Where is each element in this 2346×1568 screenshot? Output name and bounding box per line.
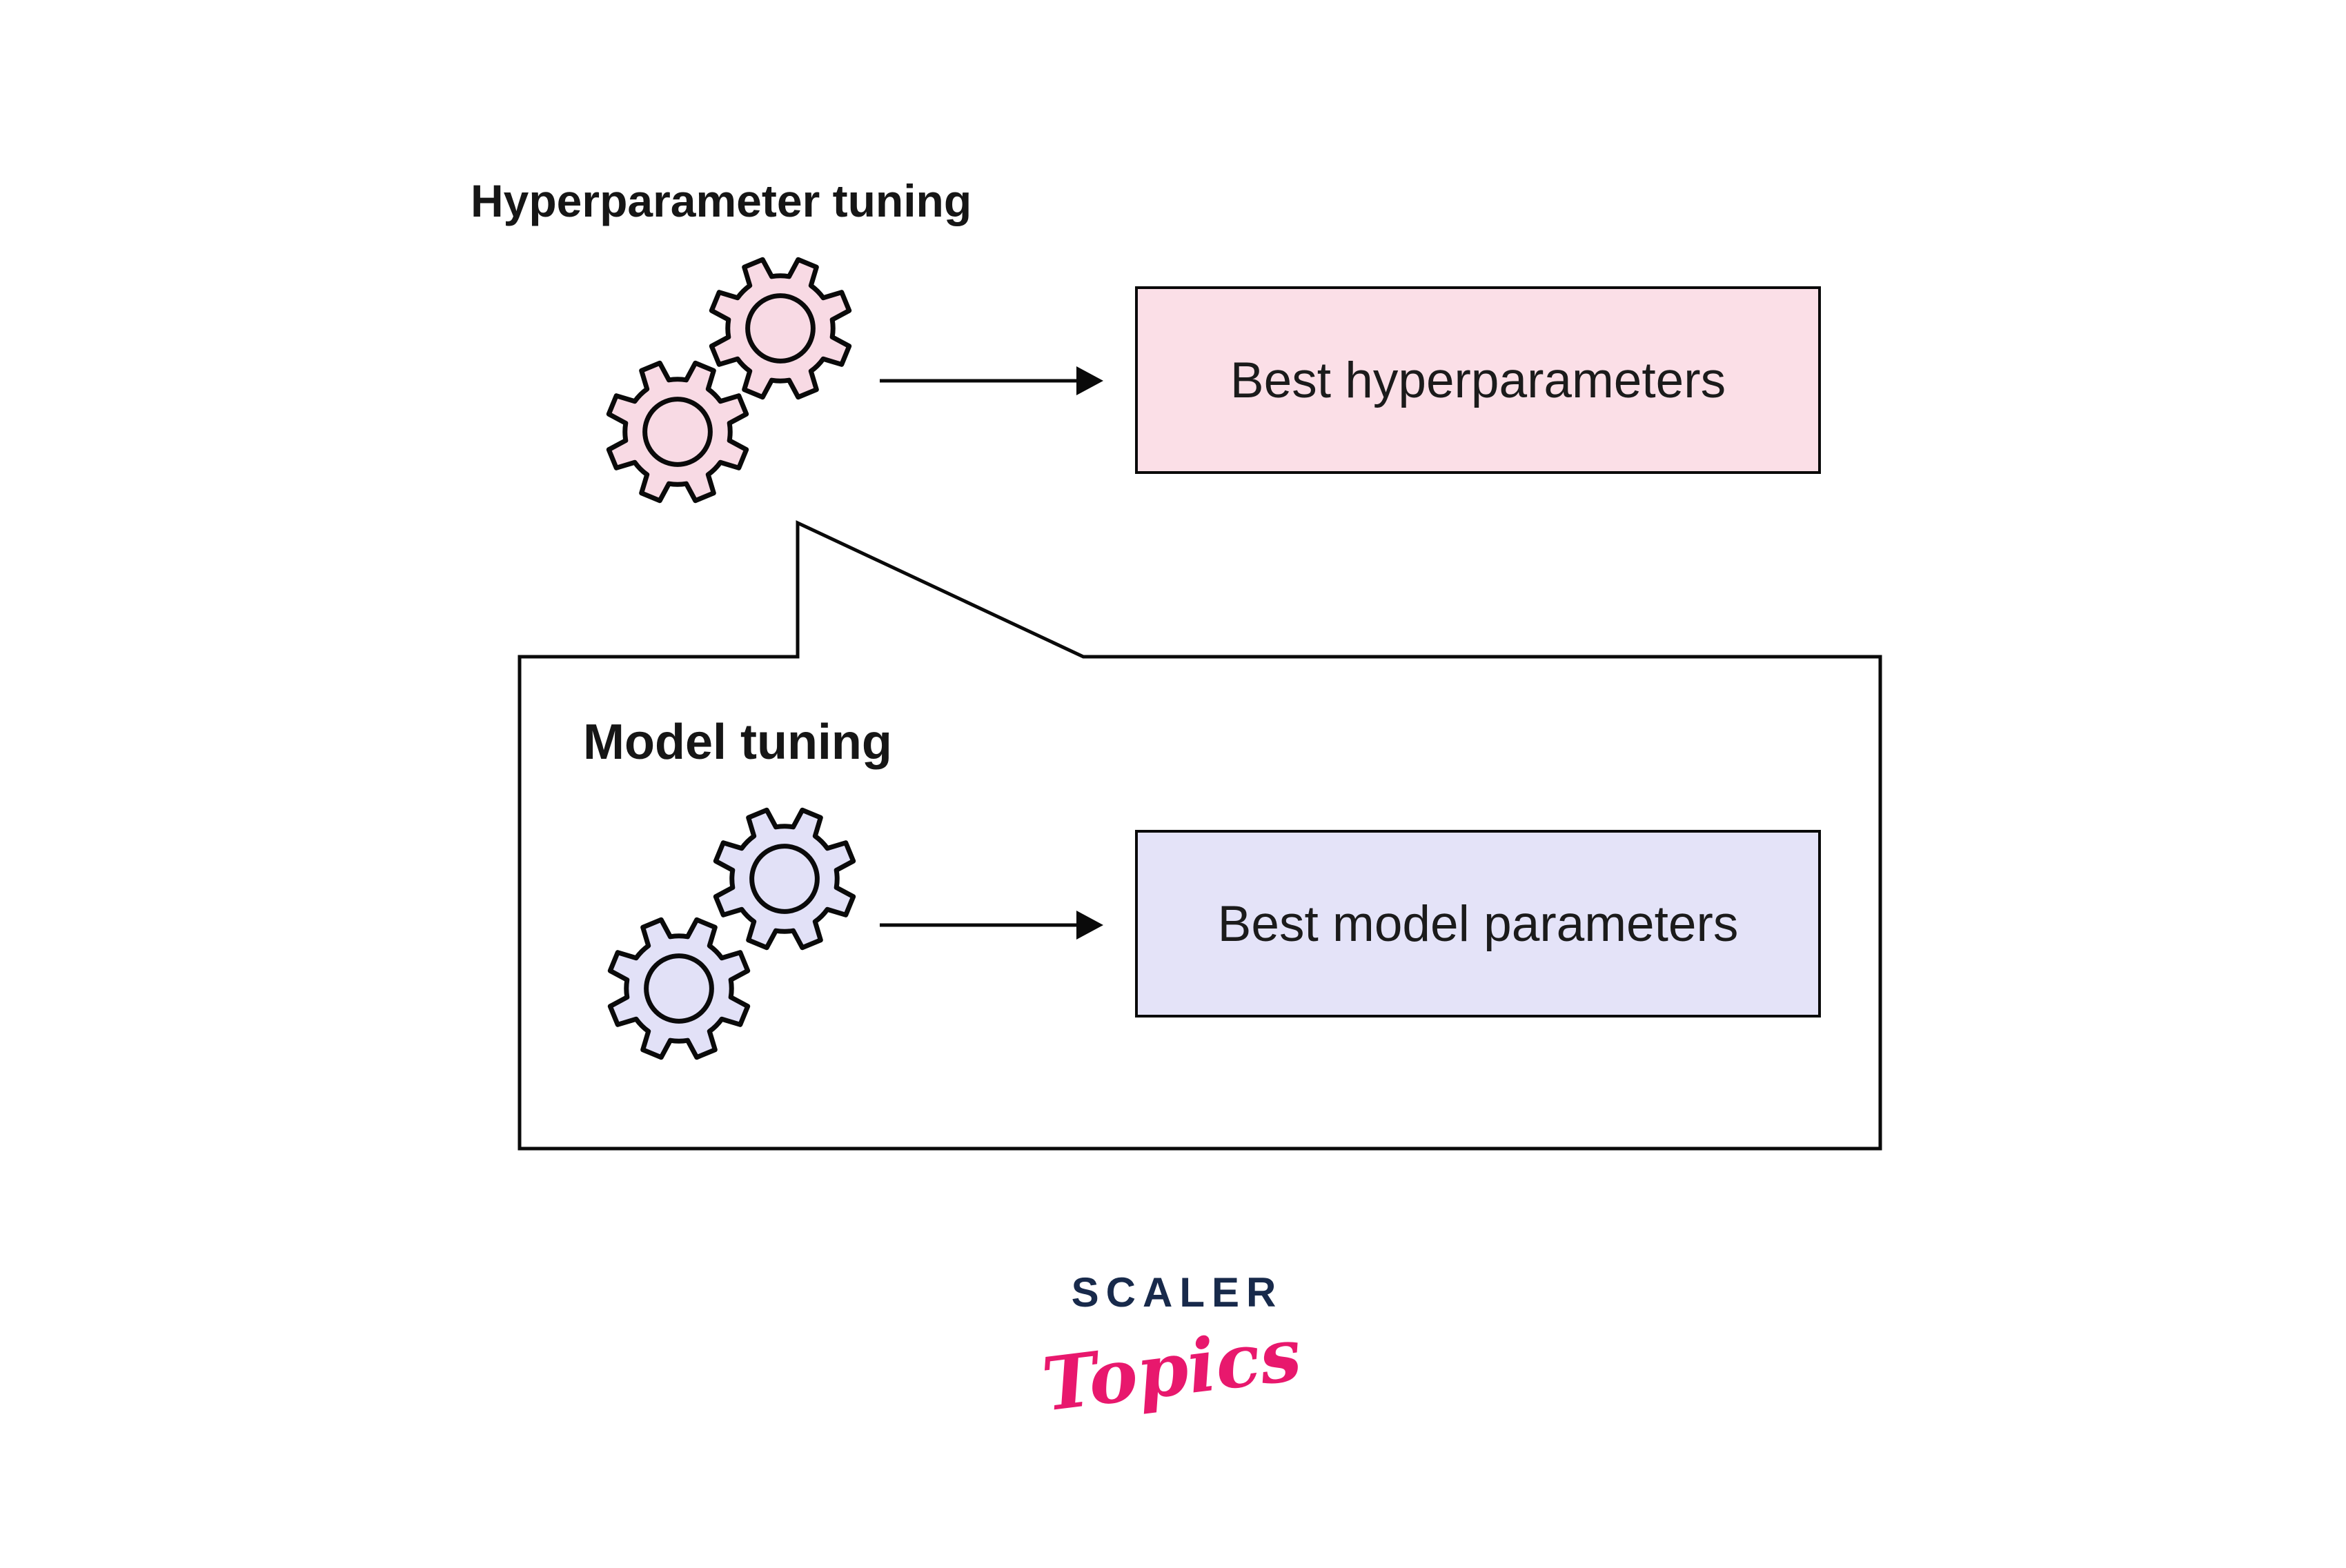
hyperparameter-gears-icon xyxy=(609,259,849,500)
gear-icon xyxy=(610,920,747,1057)
best-model-parameters-box xyxy=(1135,830,1821,1018)
gear-icon xyxy=(711,259,849,397)
gear-icon xyxy=(609,363,746,500)
logo-subbrand-text: Topics xyxy=(1038,1311,1305,1428)
zoom-callout-shape xyxy=(518,520,1882,1151)
model-gears-icon xyxy=(610,810,853,1057)
scaler-topics-logo: SCALER Topics xyxy=(1038,1269,1305,1428)
gear-icon xyxy=(716,810,853,947)
model-tuning-title: Model tuning xyxy=(583,715,892,770)
hyperparameter-tuning-title: Hyperparameter tuning xyxy=(471,175,972,226)
best-hyperparameters-box xyxy=(1135,286,1821,474)
logo-brand-text: SCALER xyxy=(1072,1269,1283,1316)
arrow-right-icon xyxy=(880,366,1103,395)
arrow-right-icon xyxy=(880,911,1103,940)
